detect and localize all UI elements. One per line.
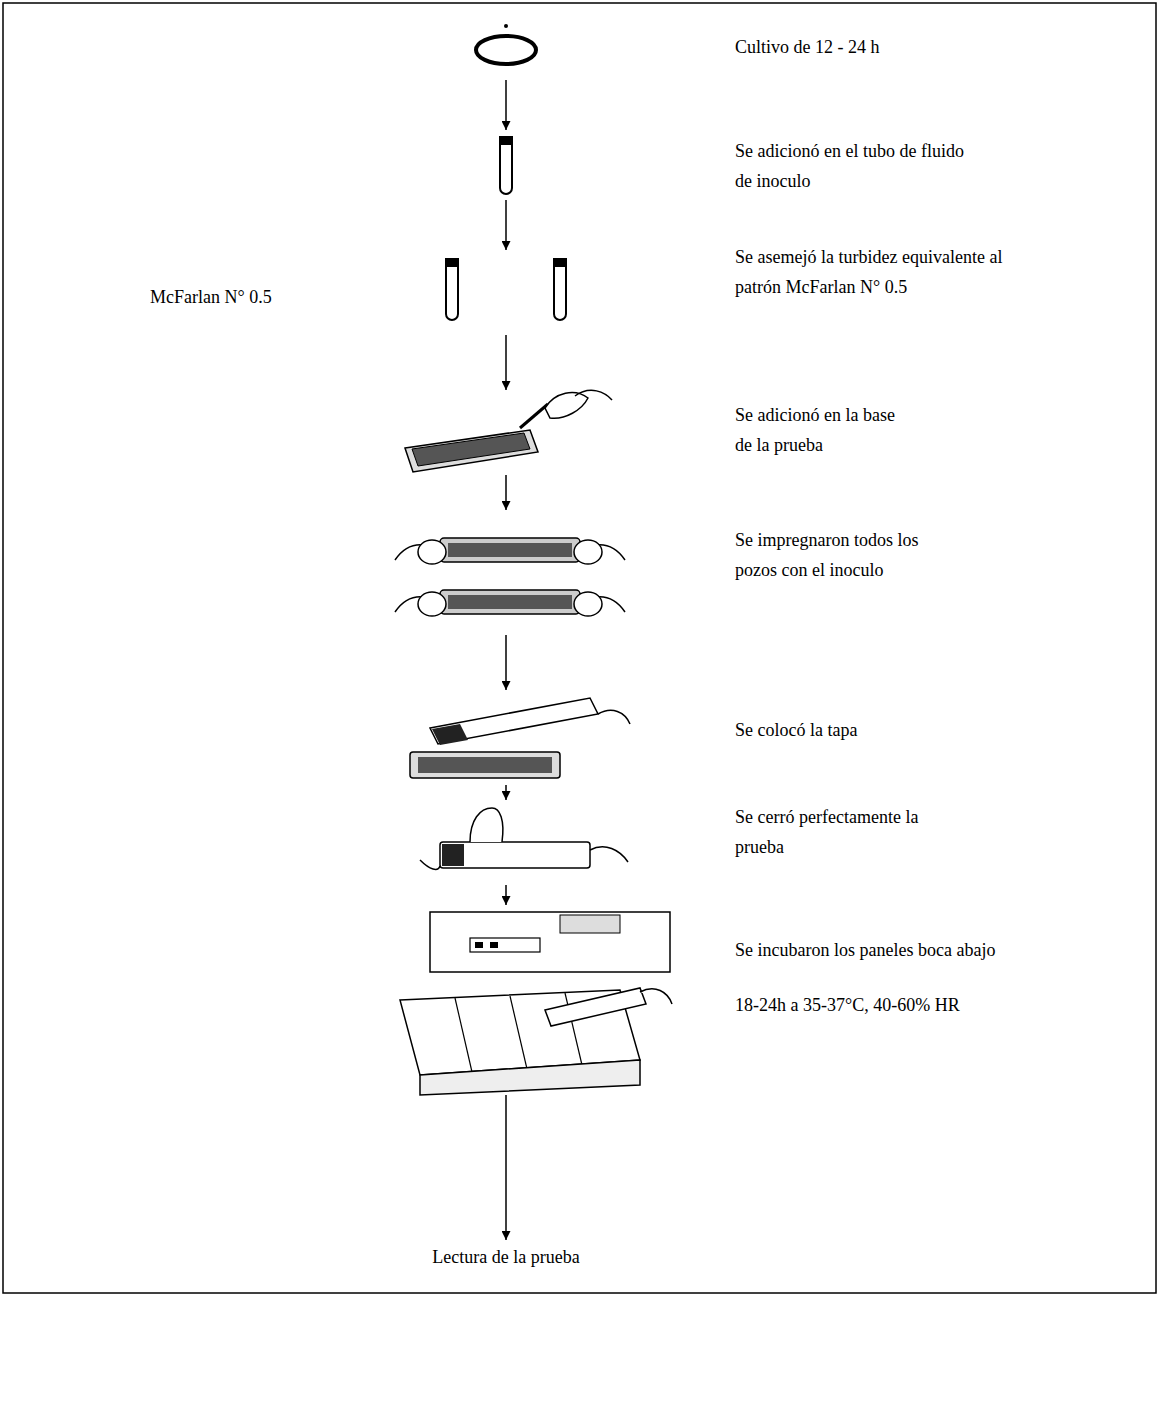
process-step: Se cerró perfectamente la prueba xyxy=(390,800,1030,885)
process-step: Se incubaron los paneles boca abajo18-24… xyxy=(390,905,1030,1095)
step-text: Se colocó la tapa xyxy=(735,715,955,745)
flow-arrow xyxy=(505,200,507,250)
step-text: Se cerró perfectamente la prueba xyxy=(735,802,955,862)
test-tubes xyxy=(445,258,567,320)
process-step: Se colocó la tapa xyxy=(390,690,1030,785)
step-text: Lectura de la prueba xyxy=(396,1242,616,1272)
hands-tray xyxy=(395,538,625,616)
step-text: Se adicionó en el tubo de fluido de inoc… xyxy=(735,136,970,196)
flow-arrow xyxy=(505,475,507,510)
flow-arrow xyxy=(505,80,507,130)
step-text: Se impregnaron todos los pozos con el in… xyxy=(735,525,925,585)
closing-test xyxy=(420,808,628,869)
process-step: Se impregnaron todos los pozos con el in… xyxy=(390,510,1030,635)
process-step: Se adicionó en el tubo de fluido de inoc… xyxy=(390,130,1030,200)
end-step: Lectura de la prueba xyxy=(396,1240,616,1274)
flow-arrow xyxy=(505,335,507,390)
tray-pipette xyxy=(405,390,612,472)
flow-arrow xyxy=(505,635,507,690)
step-text: Se adicionó en la base de la prueba xyxy=(735,400,900,460)
flow-arrow xyxy=(505,1095,507,1240)
incubator xyxy=(400,912,672,1095)
flow-arrow xyxy=(505,785,507,800)
step-text: Se incubaron los paneles boca abajo xyxy=(735,935,1095,965)
standard-label: McFarlan N° 0.5 xyxy=(150,282,272,312)
step-text: Se asemejó la turbidez equivalente al pa… xyxy=(735,242,1010,302)
process-step: Se adicionó en la base de la prueba xyxy=(390,390,1030,475)
process-step: Cultivo de 12 - 24 h xyxy=(390,20,1030,80)
flow-arrow xyxy=(505,885,507,905)
frame xyxy=(3,3,1156,1293)
test-tube xyxy=(499,136,513,194)
condition-text: 18-24h a 35-37°C, 40-60% HR xyxy=(735,990,1095,1020)
step-text: Cultivo de 12 - 24 h xyxy=(735,32,995,62)
loop-ring xyxy=(476,24,536,64)
process-step: Se asemejó la turbidez equivalente al pa… xyxy=(390,250,1030,335)
tray-lid xyxy=(410,698,630,778)
